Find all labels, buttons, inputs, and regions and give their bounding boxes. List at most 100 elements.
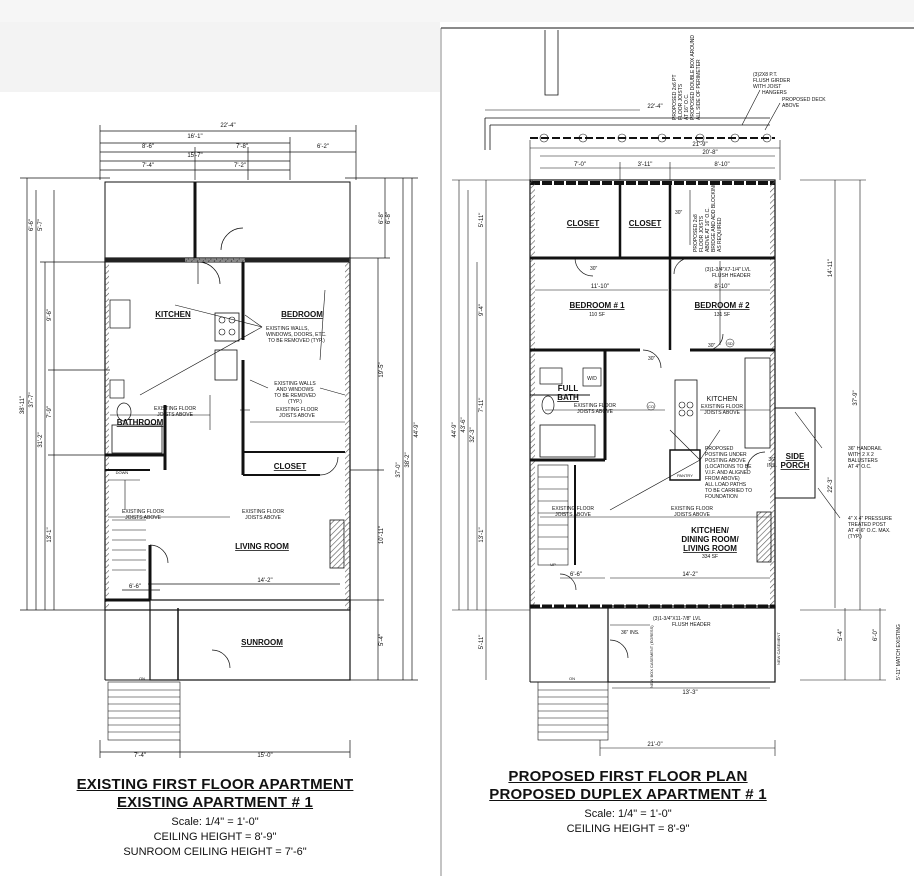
dim-d2: 16'-1" (187, 134, 202, 140)
note-post-e: V.I.F. AND ALIGNED (705, 470, 751, 476)
proposed-plan (452, 30, 886, 756)
note-d30a: 30" (590, 266, 598, 272)
room-side-porch-a: SIDE (786, 452, 805, 461)
room-full-bath-a: FULL (558, 384, 579, 393)
dim-d10: 14'-2" (682, 572, 697, 578)
note-handrail-b: WITH 2 X 2 (848, 452, 874, 458)
note-co: CO (648, 404, 654, 409)
room-kitchen: KITCHEN (707, 396, 738, 403)
note-handrail-d: AT 4" O.C. (848, 464, 872, 470)
dim-v3: 32'-3" (470, 427, 476, 442)
right-title-1: PROPOSED FIRST FLOOR PLAN (508, 768, 748, 785)
room-bedroom: BEDROOM (281, 310, 323, 319)
note-joists-b4: JOISTS ABOVE (245, 515, 282, 521)
note-down: DOWN (116, 470, 129, 475)
note-girder-a: (3)2X8 P.T. (753, 72, 777, 78)
room-kitchen: KITCHEN (155, 310, 191, 319)
note-match-existing: 5'-11" MATCH EXISTING (896, 624, 902, 680)
note-remove2d: (TYP.) (288, 399, 302, 405)
note-joist2-e: AS REQUIRED (717, 217, 723, 252)
note-joists-b4: JOISTS ABOVE (674, 512, 711, 518)
right-side-dimensions (345, 177, 418, 681)
dim-d3: 20'-8" (702, 150, 717, 156)
dim-d6: 8'-10" (714, 162, 729, 168)
upper-background (0, 0, 914, 22)
room-full-bath-b: BATH (557, 393, 579, 402)
note-girder-c: WITH JOIST (753, 84, 781, 90)
right-joist-arrows (540, 190, 770, 518)
room-wd: W/D (587, 376, 597, 382)
note-perim-e: ALL SIDE OF PERIMETER (696, 59, 702, 120)
left-sunroom-ceiling: SUNROOM CEILING HEIGHT = 7'-6" (123, 846, 307, 858)
note-ptpost-c: AT 4'-6" O.C. MAX. (848, 528, 891, 534)
left-title-2: EXISTING APARTMENT # 1 (116, 794, 314, 811)
dim-d7: 7'-4" (142, 163, 154, 169)
note-post-i: FOUNDATION (705, 494, 738, 500)
note-d30c: 30" (708, 343, 716, 349)
note-lvl1-a: (3)1-3/4"X7-1/4" LVL (705, 267, 751, 273)
right-caption: PROPOSED FIRST FLOOR PLAN PROPOSED DUPLE… (458, 768, 798, 837)
note-joists-a2: EXISTING FLOOR (701, 404, 743, 410)
room-bedroom-1-sf: 110 SF (589, 312, 605, 318)
right-leaders (609, 89, 841, 626)
existing-plan-labels: KITCHEN BEDROOM BATHROOM CLOSET LIVING R… (20, 123, 420, 759)
note-joists-b3: JOISTS ABOVE (555, 512, 592, 518)
room-kdl-a: KITCHEN/ (691, 526, 730, 535)
dim-d8: 8'-10" (714, 284, 729, 290)
note-perim-b: FLOOR JOISTS (678, 83, 684, 120)
note-new-casement-2: NEW CASEMENT (776, 632, 781, 665)
note-post-a: PROPOSED (705, 446, 734, 452)
dim-d12: 21'-0" (647, 742, 662, 748)
note-girder-d: HANGERS (762, 90, 787, 96)
room-bedroom-2: BEDROOM # 2 (694, 301, 750, 310)
dim-d1: 22'-4" (220, 123, 235, 129)
dim-v14: 37'-0" (396, 462, 402, 477)
dim-v4: 5'-11" (479, 213, 485, 228)
dim-d6: 15'-7" (187, 153, 202, 159)
note-joist2-c: ABOVE AT 16" O.C. (705, 207, 711, 252)
room-side-porch-b: PORCH (781, 461, 810, 470)
right-stairs (537, 464, 609, 741)
note-remove2c: TO BE REMOVED (274, 393, 316, 399)
proposed-deck-outline (484, 30, 770, 150)
dim-v7: 7'-9" (47, 406, 53, 418)
room-bathroom: BATHROOM (117, 418, 164, 427)
dim-d4: 7'-8" (236, 144, 248, 150)
note-d30d: 30" (648, 356, 656, 362)
note-joists-b1: JOISTS ABOVE (279, 413, 316, 419)
room-pantry: PANTRY (677, 473, 693, 478)
dim-d1: 22'-4" (647, 104, 662, 110)
dim-d2: 21'-9" (692, 142, 707, 148)
note-joists-a4: EXISTING FLOOR (671, 506, 713, 512)
right-ceiling: CEILING HEIGHT = 8'-9" (566, 823, 690, 835)
note-on: ON (139, 676, 145, 681)
left-leaders (139, 289, 346, 396)
note-joists-b3: JOISTS ABOVE (125, 515, 162, 521)
right-side-dimension-lines (452, 179, 886, 756)
left-bottom-dimensions (99, 583, 351, 758)
dim-d12: 15'-0" (257, 753, 272, 759)
note-on: ON (569, 676, 575, 681)
dim-v1: 44'-9" (452, 422, 458, 437)
room-closet-2: CLOSET (629, 219, 662, 228)
note-d30b: 30" (675, 210, 683, 216)
dim-v5: 9'-4" (479, 304, 485, 316)
note-perim-d: PROPOSED DOUBLE BOX AROUND (690, 35, 696, 120)
note-lvl2-b: FLUSH HEADER (672, 622, 711, 628)
dim-d10: 14'-2" (257, 578, 272, 584)
dim-v11: 6'-8" (386, 212, 392, 224)
dim-v8: 13'-1" (47, 527, 53, 542)
left-caption: EXISTING FIRST FLOOR APARTMENT EXISTING … (40, 776, 390, 860)
room-living: LIVING ROOM (235, 542, 289, 551)
note-joists-b2: JOISTS ABOVE (704, 410, 741, 416)
note-ins2b: INS. (767, 463, 777, 469)
dim-d11: 13'-3" (682, 690, 697, 696)
left-top-dimensions (99, 125, 357, 180)
room-closet: CLOSET (274, 462, 307, 471)
note-remove1b: WINDOWS, DOORS, ETC. (266, 332, 327, 338)
right-title-2: PROPOSED DUPLEX APARTMENT # 1 (489, 786, 767, 803)
note-handrail-c: BALUSTERS (848, 458, 878, 464)
room-kdl-sf: 334 SF (702, 554, 718, 560)
dim-d9: 6'-6" (129, 584, 141, 590)
